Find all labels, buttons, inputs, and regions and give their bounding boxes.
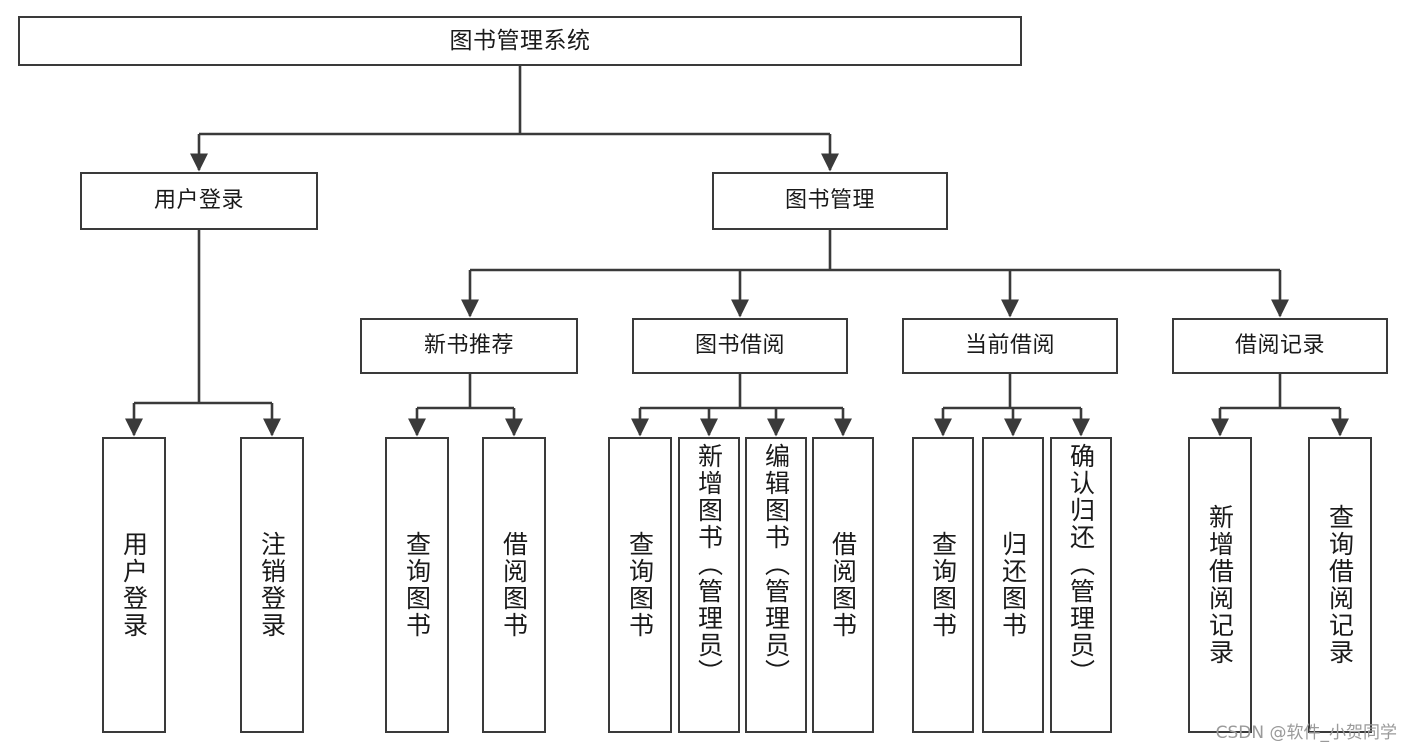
leaf-current-return-book[interactable]: 归还图书: [982, 437, 1044, 733]
node-label: 确认归还（管理员）: [1066, 443, 1096, 686]
node-new-book-recommend[interactable]: 新书推荐: [360, 318, 578, 374]
node-label: 归还图书: [998, 531, 1028, 639]
node-label: 查询图书: [928, 531, 958, 639]
leaf-user-login-logout[interactable]: 注销登录: [240, 437, 304, 733]
node-root-system[interactable]: 图书管理系统: [18, 16, 1022, 66]
node-label: 编辑图书（管理员）: [761, 443, 791, 686]
node-label: 查询图书: [402, 531, 432, 639]
node-label: 图书借阅: [694, 333, 785, 359]
leaf-record-add-record[interactable]: 新增借阅记录: [1188, 437, 1252, 733]
node-label: 用户登录: [153, 188, 244, 214]
leaf-borrow-query-book[interactable]: 查询图书: [608, 437, 672, 733]
leaf-borrow-add-book-admin[interactable]: 新增图书（管理员）: [678, 437, 740, 733]
leaf-recommend-borrow-book[interactable]: 借阅图书: [482, 437, 546, 733]
node-label: 借阅图书: [828, 531, 858, 639]
node-book-management[interactable]: 图书管理: [712, 172, 948, 230]
leaf-record-query-record[interactable]: 查询借阅记录: [1308, 437, 1372, 733]
node-label: 借阅记录: [1234, 333, 1325, 359]
leaf-recommend-query-book[interactable]: 查询图书: [385, 437, 449, 733]
node-label: 新增图书（管理员）: [694, 443, 724, 686]
node-label: 图书管理: [784, 188, 875, 214]
node-label: 注销登录: [257, 531, 287, 639]
node-label: 借阅图书: [499, 531, 529, 639]
leaf-current-query-book[interactable]: 查询图书: [912, 437, 974, 733]
leaf-borrow-borrow-book[interactable]: 借阅图书: [812, 437, 874, 733]
node-label: 新书推荐: [423, 333, 514, 359]
node-label: 查询图书: [625, 531, 655, 639]
node-borrow-record[interactable]: 借阅记录: [1172, 318, 1388, 374]
node-book-borrow[interactable]: 图书借阅: [632, 318, 848, 374]
node-label: 用户登录: [119, 531, 149, 639]
leaf-user-login-login[interactable]: 用户登录: [102, 437, 166, 733]
leaf-borrow-edit-book-admin[interactable]: 编辑图书（管理员）: [745, 437, 807, 733]
node-current-borrow[interactable]: 当前借阅: [902, 318, 1118, 374]
node-user-login[interactable]: 用户登录: [80, 172, 318, 230]
node-label: 当前借阅: [964, 333, 1055, 359]
csdn-watermark: CSDN @软件_小贺同学: [1215, 723, 1397, 743]
node-label: 查询借阅记录: [1325, 504, 1355, 666]
leaf-current-confirm-return-admin[interactable]: 确认归还（管理员）: [1050, 437, 1112, 733]
node-label: 新增借阅记录: [1205, 504, 1235, 666]
node-label: 图书管理系统: [449, 27, 591, 54]
